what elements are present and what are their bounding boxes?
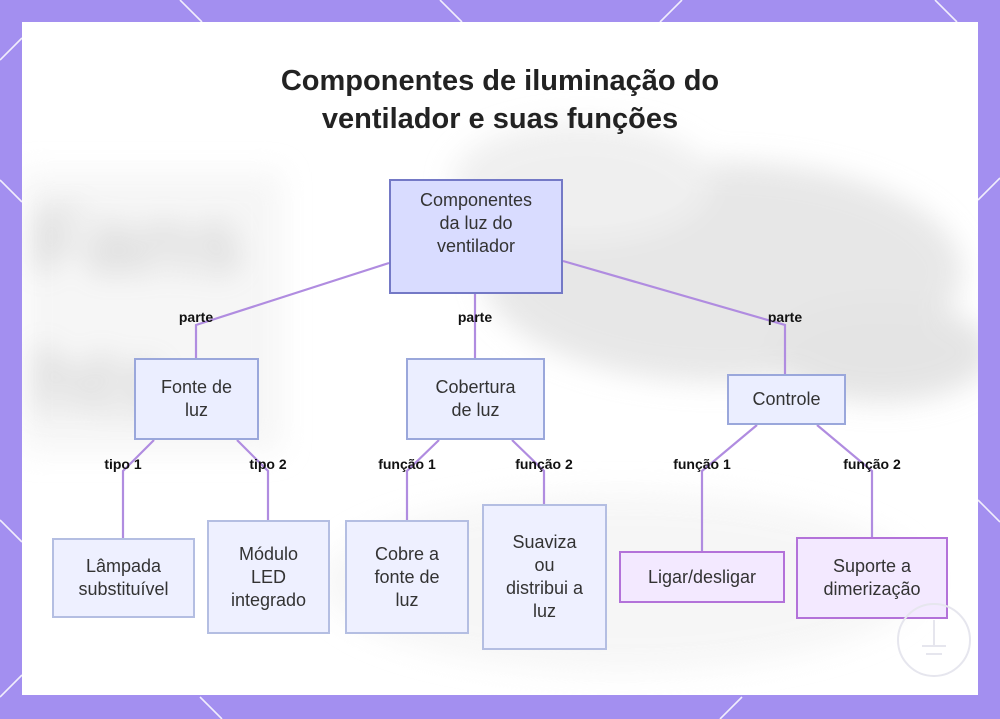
node-fonte-label: Fonte de luz	[160, 377, 233, 420]
node-led-label: Módulo LED integrado	[230, 543, 307, 610]
edge-label-funcao-2b: função 2	[843, 456, 901, 472]
diagram-edges	[121, 259, 874, 551]
node-modulo-led[interactable]: Módulo LED integrado	[207, 520, 330, 634]
node-dimer-label: Suporte a dimerização	[823, 556, 921, 599]
node-controle-label: Controle	[752, 389, 821, 409]
edge-label-tipo-2: tipo 2	[249, 456, 287, 472]
edge-controle-ligar	[700, 424, 758, 551]
node-cobre-label: Cobre a fonte de luz	[374, 543, 440, 610]
background-word-1: Fans	[32, 192, 242, 292]
node-cobertura-label: Cobertura de luz	[435, 377, 516, 420]
node-fonte-de-luz[interactable]: Fonte de luz	[134, 358, 259, 440]
title-line-2: ventilador e suas funções	[321, 103, 679, 135]
node-suaviza-luz[interactable]: Suaviza ou distribui a luz	[482, 504, 607, 650]
node-ligar-label: Ligar/desligar	[647, 566, 757, 587]
node-controle[interactable]: Controle	[727, 374, 846, 425]
node-cobertura-de-luz[interactable]: Cobertura de luz	[406, 358, 545, 440]
diagram-card: Fans hts Componentes de iluminação do ve…	[22, 22, 978, 695]
edge-label-funcao-1b: função 1	[673, 456, 731, 472]
node-suaviza-label: Suaviza ou distribui a luz	[505, 532, 584, 621]
edge-cobertura-suaviza	[511, 439, 546, 504]
node-lampada-label: Lâmpada substituível	[78, 556, 169, 599]
edge-label-funcao-1a: função 1	[378, 456, 436, 472]
edge-fonte-lampada	[121, 439, 155, 538]
node-root-label: Componentes da luz do ventilador	[419, 190, 533, 256]
edge-root-fonte	[194, 261, 390, 358]
title-line-1: Componentes de iluminação do	[280, 65, 720, 97]
edge-label-tipo-1: tipo 1	[104, 456, 142, 472]
edge-label-parte-3: parte	[767, 309, 803, 325]
node-ligar-desligar[interactable]: Ligar/desligar	[619, 551, 785, 603]
edge-label-funcao-2a: função 2	[515, 456, 573, 472]
edge-label-parte-1: parte	[178, 309, 214, 325]
edge-controle-dimer	[816, 424, 874, 537]
edge-label-parte-2: parte	[457, 309, 493, 325]
edge-root-controle	[562, 259, 787, 374]
edge-cobertura-cobre	[405, 439, 440, 520]
page-title: Componentes de iluminação do ventilador …	[22, 62, 978, 138]
circular-watermark-icon	[897, 603, 971, 677]
node-root[interactable]: Componentes da luz do ventilador	[389, 179, 563, 294]
edge-fonte-led	[236, 439, 270, 520]
node-cobre-fonte[interactable]: Cobre a fonte de luz	[345, 520, 469, 634]
node-lampada-substituivel[interactable]: Lâmpada substituível	[52, 538, 195, 618]
